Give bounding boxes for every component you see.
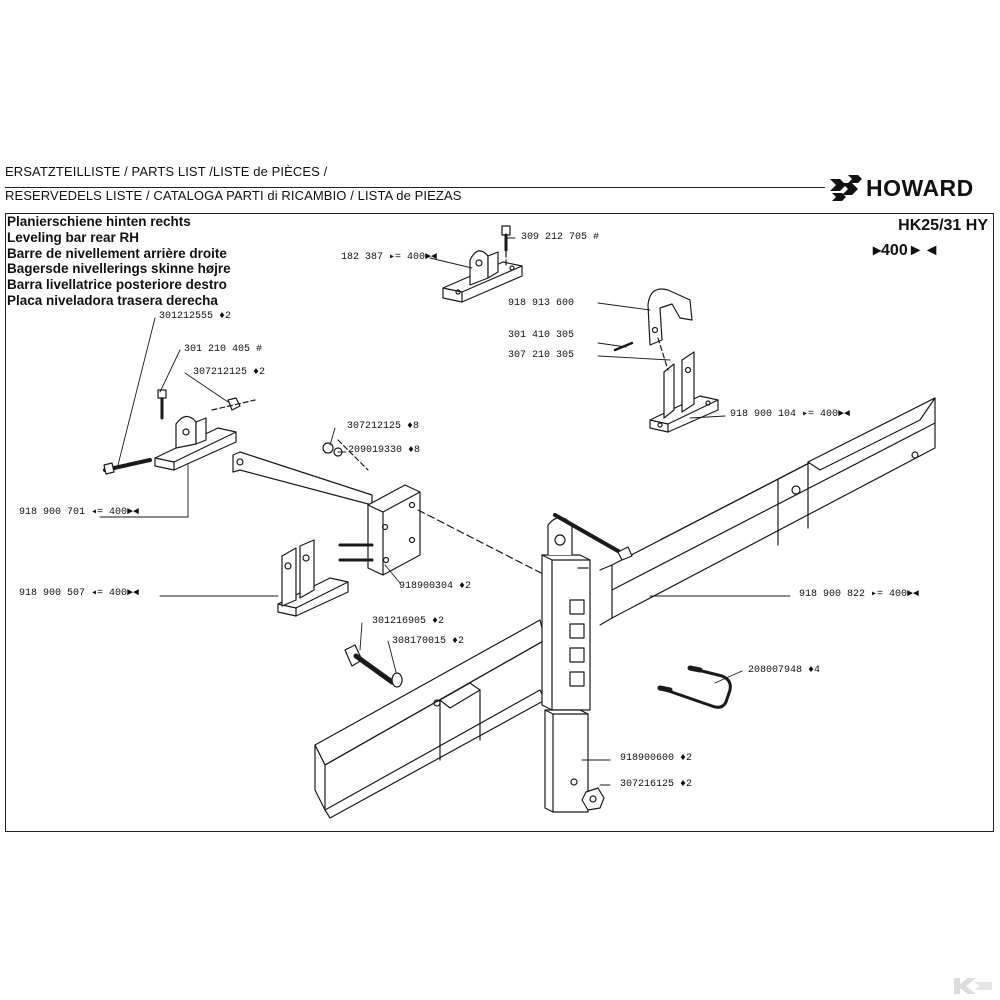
leveling-beam-918900822-drawing	[599, 397, 936, 626]
bracket-918900701-drawing	[103, 389, 256, 475]
header-line-1: ERSATZTEILLISTE / PARTS LIST /LISTE de P…	[5, 164, 328, 179]
leader-lines	[99, 237, 791, 786]
part-label-918900822: 918 900 822 ▸= 400►◄	[799, 589, 920, 600]
part-label-918900701: 918 900 701 ◂= 400►◄	[19, 507, 140, 518]
title-line: Barre de nivellement arrière droite	[7, 245, 227, 261]
header-line-2: RESERVEDELS LISTE / CATALOGA PARTI di RI…	[5, 188, 462, 203]
part-label-209019330: 209019330 ♦8	[348, 445, 421, 456]
title-line: Bagersde nivellerings skinne højre	[7, 261, 231, 277]
diagram-frame	[5, 213, 994, 832]
bracket-918900104-drawing	[613, 288, 719, 433]
bolt-301216905-drawing	[344, 644, 403, 688]
part-label-301212555: 301212555 ♦2	[159, 311, 232, 322]
model-range: ▸400►◄	[873, 242, 940, 259]
title-line: Leveling bar rear RH	[7, 229, 140, 245]
brand-name: HOWARD	[866, 175, 974, 201]
part-label-918900600: 918900600 ♦2	[620, 753, 693, 764]
bracket-918900507-drawing	[277, 539, 349, 617]
part-label-301210405: 301 210 405 #	[184, 344, 263, 355]
howard-emblem-icon	[830, 175, 862, 201]
howard-logo: HOWARD	[828, 173, 998, 203]
mounting-plate-918900304-drawing	[232, 439, 546, 576]
bracket-182387-drawing	[442, 225, 523, 303]
header-divider	[5, 187, 825, 188]
k-logo-watermark-icon	[954, 978, 992, 994]
title-line: Planierschiene hinten rechts	[7, 214, 191, 229]
part-label-301410305: 301 410 305	[508, 330, 575, 341]
part-label-307212125-top: 307212125 ♦2	[193, 367, 266, 378]
part-label-309212705: 309 212 705 #	[521, 232, 600, 243]
part-label-307216125: 307216125 ♦2	[620, 779, 693, 790]
part-label-208007948: 208007948 ♦4	[748, 665, 821, 676]
part-label-307210305: 307 210 305	[508, 350, 575, 361]
part-label-918900507: 918 900 507 ◂= 400►◄	[19, 588, 140, 599]
part-label-918900304: 918900304 ♦2	[399, 581, 472, 592]
title-line: Placa niveladora trasera derecha	[7, 292, 218, 308]
part-label-308170015: 308170015 ♦2	[392, 636, 465, 647]
part-label-918900104: 918 900 104 ▸= 400►◄	[730, 409, 851, 420]
part-label-301216905: 301216905 ♦2	[372, 616, 445, 627]
u-bolt-208007948-drawing	[657, 665, 732, 709]
diagram-title-block: Planierschiene hinten rechts Leveling ba…	[7, 214, 231, 309]
part-label-182387: 182 387 ▸= 400►◄	[341, 252, 438, 263]
part-label-307212125-mid: 307212125 ♦8	[347, 421, 420, 432]
title-line: Barra livellatrice posteriore destro	[7, 277, 227, 293]
vertical-post-918900600-drawing	[541, 513, 633, 813]
model-name: HK25/31 HY	[898, 217, 988, 234]
part-label-918913600: 918 913 600	[508, 298, 575, 309]
